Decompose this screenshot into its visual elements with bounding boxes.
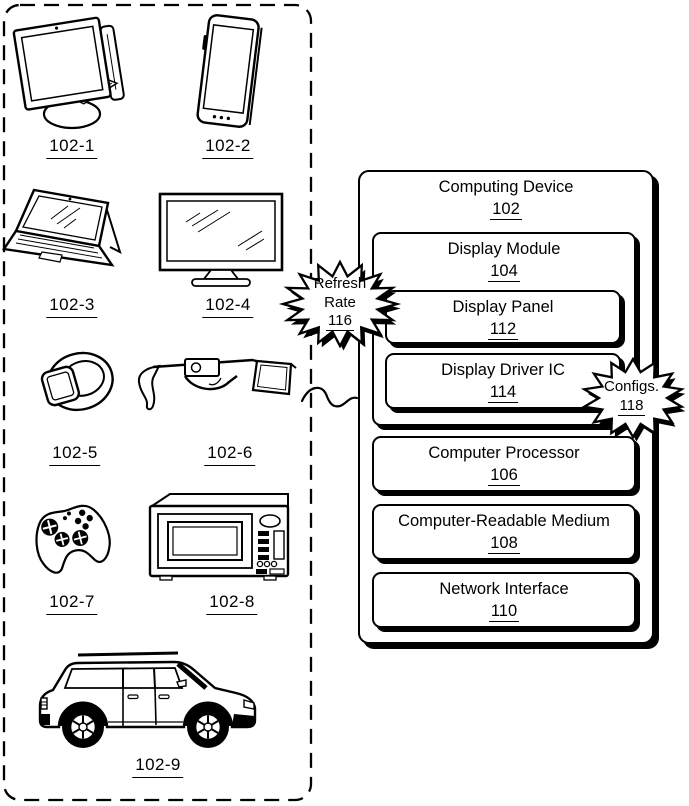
refresh-rate-line2: Rate [324, 293, 356, 311]
computing-device-title: Computing Device [438, 178, 574, 196]
computing-device-ref: 102 [490, 200, 522, 221]
display-driver-ic-box: Display Driver IC 114 [385, 353, 621, 409]
microwave-oven-icon [148, 493, 290, 581]
display-panel-ref: 112 [487, 320, 519, 341]
device-cell-102-3 [1, 186, 142, 290]
configs-line1: Configs. [603, 378, 660, 396]
device-cell-102-8 [146, 490, 294, 584]
starburst-icon [580, 356, 686, 442]
display-driver-ic-title: Display Driver IC [441, 361, 565, 379]
device-cell-102-9 [28, 642, 268, 750]
desktop-computer-icon [12, 16, 125, 130]
suv-car-icon [38, 651, 257, 748]
computer-readable-medium-box: Computer-Readable Medium 108 [372, 504, 636, 560]
device-cell-102-5 [36, 338, 120, 426]
tablet-icon [196, 14, 263, 128]
computer-processor-ref: 106 [488, 466, 520, 487]
refresh-rate-line1: Refresh [313, 274, 367, 292]
computer-processor-box: Computer Processor 106 [372, 436, 636, 492]
device-ref-label: 102-4 [202, 295, 254, 318]
display-module-ref: 104 [488, 262, 520, 283]
computer-readable-medium-ref: 108 [488, 534, 520, 555]
network-interface-ref: 110 [488, 602, 520, 623]
network-interface-box: Network Interface 110 [372, 572, 636, 628]
device-cell-102-4 [156, 190, 286, 290]
device-ref-label: 102-5 [49, 443, 101, 466]
device-ref-label: 102-3 [46, 295, 98, 318]
computer-processor-title: Computer Processor [428, 444, 580, 462]
television-icon [158, 192, 284, 287]
device-ref-label: 102-6 [204, 443, 256, 466]
display-module-title: Display Module [447, 240, 561, 258]
refresh-rate-ref: 116 [326, 312, 354, 332]
display-panel-box: Display Panel 112 [385, 290, 621, 344]
starburst-icon [278, 259, 402, 351]
device-cell-102-1 [12, 8, 134, 134]
device-cell-102-2 [190, 12, 266, 134]
device-ref-label: 102-1 [46, 136, 98, 159]
device-cell-102-7 [24, 490, 120, 586]
configs-ref: 118 [617, 397, 646, 416]
smartwatch-icon [40, 351, 114, 412]
device-ref-label: 102-2 [202, 136, 254, 159]
device-ref-label: 102-7 [46, 592, 98, 615]
computer-readable-medium-title: Computer-Readable Medium [398, 512, 610, 530]
laptop-icon [1, 188, 122, 267]
smart-glasses-icon [137, 358, 297, 411]
display-driver-ic-ref: 114 [487, 383, 519, 404]
configs-callout: Configs. 118 [580, 356, 689, 446]
device-ref-label: 102-9 [132, 755, 184, 778]
device-ref-label: 102-8 [206, 592, 258, 615]
device-cell-102-6 [133, 346, 297, 416]
refresh-rate-callout: Refresh Rate 116 [278, 259, 406, 355]
network-interface-title: Network Interface [439, 580, 569, 598]
connector-squiggle [300, 386, 359, 408]
display-panel-title: Display Panel [452, 298, 554, 316]
game-controller-icon [35, 504, 111, 574]
